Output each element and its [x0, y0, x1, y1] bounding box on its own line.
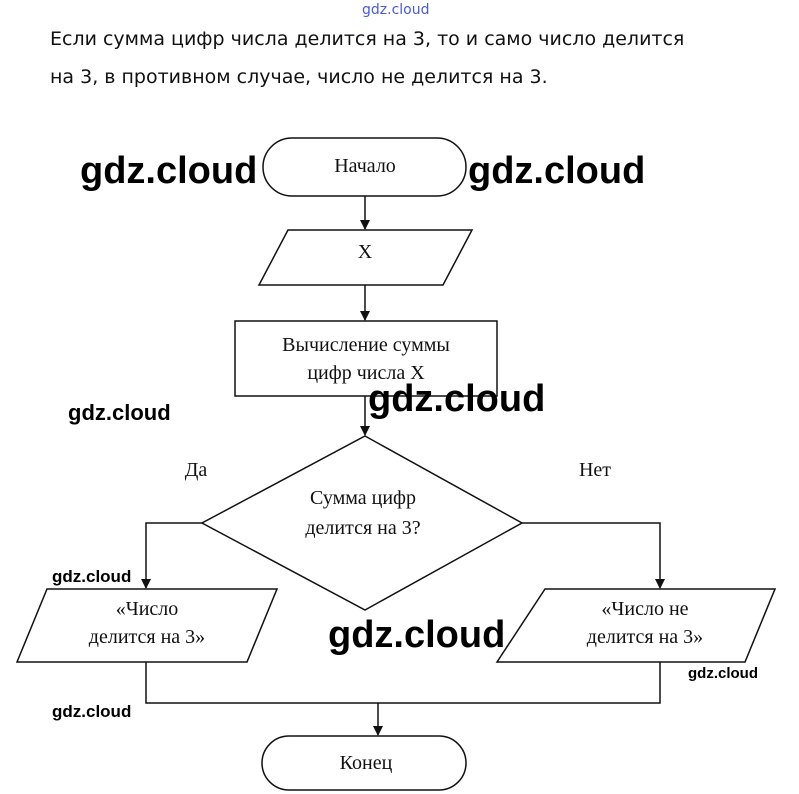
input-label: X	[358, 241, 373, 263]
rule-line-1: Если сумма цифр числа делится на 3, то и…	[50, 28, 685, 50]
end-label: Конец	[340, 752, 393, 774]
output-no-parallelogram	[495, 588, 777, 663]
watermark-7: gdz.cloud	[688, 665, 758, 682]
decision-diamond	[200, 435, 524, 611]
watermark-6: gdz.cloud	[328, 614, 505, 656]
end-terminator	[261, 735, 467, 791]
rule-text: Если сумма цифр числа делится на 3, то и…	[50, 20, 770, 96]
process-label-2: цифр числа X	[307, 362, 425, 384]
watermark-5: gdz.cloud	[52, 567, 131, 586]
watermark-4: gdz.cloud	[68, 400, 171, 425]
header-watermark: gdz.cloud	[362, 2, 430, 18]
merge-line	[145, 662, 661, 704]
output-yes-label-2: делится на 3»	[89, 626, 205, 648]
process-box	[234, 320, 498, 397]
connector-yes	[141, 522, 202, 589]
decision-label-1: Сумма цифр	[310, 487, 416, 509]
output-yes-label-1: «Число	[116, 598, 179, 620]
yes-branch-label: Да	[185, 459, 208, 481]
watermark-1: gdz.cloud	[80, 150, 257, 192]
watermark-3: gdz.cloud	[368, 378, 545, 420]
decision-label-2: делится на 3?	[305, 517, 420, 539]
output-yes-parallelogram	[15, 588, 279, 663]
output-no-label-1: «Число не	[601, 598, 688, 620]
input-parallelogram	[257, 229, 474, 286]
process-label-1: Вычисление суммы	[282, 334, 450, 356]
watermark-2: gdz.cloud	[468, 150, 645, 192]
watermark-8: gdz.cloud	[52, 702, 131, 721]
no-branch-label: Нет	[579, 459, 611, 481]
connector-no	[522, 522, 665, 589]
output-no-label-2: делится на 3»	[587, 626, 703, 648]
rule-line-2: на 3, в противном случае, число не делит…	[50, 66, 548, 88]
start-label: Начало	[334, 155, 396, 177]
